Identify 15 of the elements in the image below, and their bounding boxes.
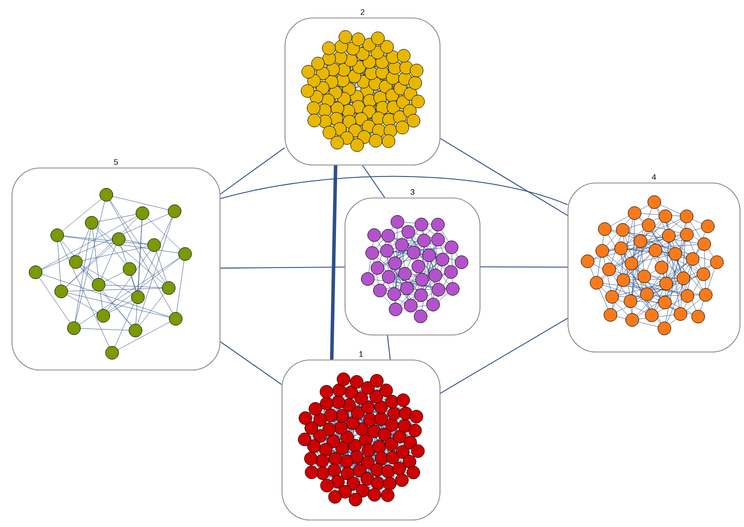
edge-bundle [440,138,568,216]
cluster-label: 1 [359,351,363,357]
edge-bundle [220,176,568,206]
edge-bundle [220,341,282,385]
edge-bundle [386,334,391,360]
cluster-label: 2 [360,9,364,15]
edge-bundle [362,164,386,198]
edge-bundle [480,266,568,268]
edge-bundle [330,165,338,360]
edge-bundle [220,266,346,269]
cluster-label: 5 [114,159,118,165]
edge-bundle [440,318,568,394]
cluster-label: 3 [410,189,414,195]
edge-bundle [220,147,286,195]
cluster-label: 4 [652,174,656,180]
